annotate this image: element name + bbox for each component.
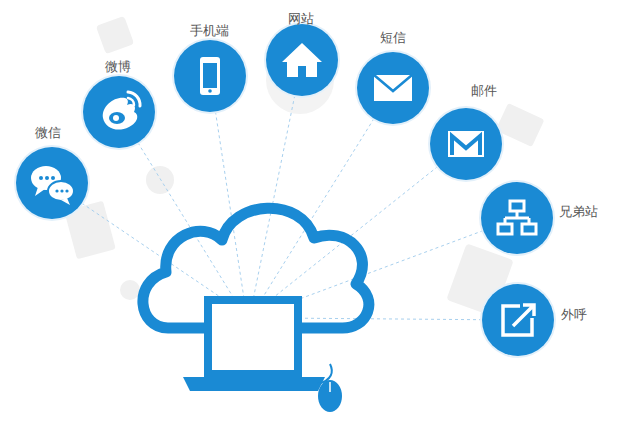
channel-circle: 外呼 (482, 284, 554, 356)
channel-label: 外呼 (561, 307, 587, 323)
dashed-leaders (52, 60, 518, 320)
channel-label: 网站 (288, 11, 314, 27)
channel-label: 微博 (105, 59, 131, 75)
channel-icon (481, 182, 553, 254)
mouse-button (329, 382, 331, 392)
channel-icon (482, 284, 554, 356)
channel-circle: 短信 (357, 52, 429, 124)
circle-disc (482, 284, 554, 356)
channel-label: 短信 (380, 30, 406, 46)
channel-icon (266, 24, 338, 96)
channel-circle: 邮件 (430, 108, 502, 180)
circle-disc (174, 40, 246, 112)
circle-disc (357, 52, 429, 124)
circle-disc (266, 24, 338, 96)
channel-icon (357, 52, 429, 124)
channel-icon (174, 40, 246, 112)
channel-label: 兄弟站 (559, 204, 598, 220)
channel-icon (16, 147, 88, 219)
channel-label: 手机端 (190, 23, 229, 39)
channel-label: 邮件 (471, 83, 497, 99)
laptop-base (183, 377, 325, 391)
circle-disc (430, 108, 502, 180)
channel-circle: 兄弟站 (481, 182, 553, 254)
channel-icon (83, 76, 155, 148)
channel-circle: 手机端 (174, 40, 246, 112)
circle-disc (16, 147, 88, 219)
laptop-screen (208, 300, 298, 374)
channel-icon (430, 108, 502, 180)
channel-circle: 微博 (83, 76, 155, 148)
circle-disc (481, 182, 553, 254)
background-icons (64, 16, 544, 317)
channel-label: 微信 (35, 125, 61, 141)
circle-disc (83, 76, 155, 148)
channel-circle: 网站 (266, 24, 338, 96)
mouse (318, 380, 342, 412)
channel-circle: 微信 (16, 147, 88, 219)
